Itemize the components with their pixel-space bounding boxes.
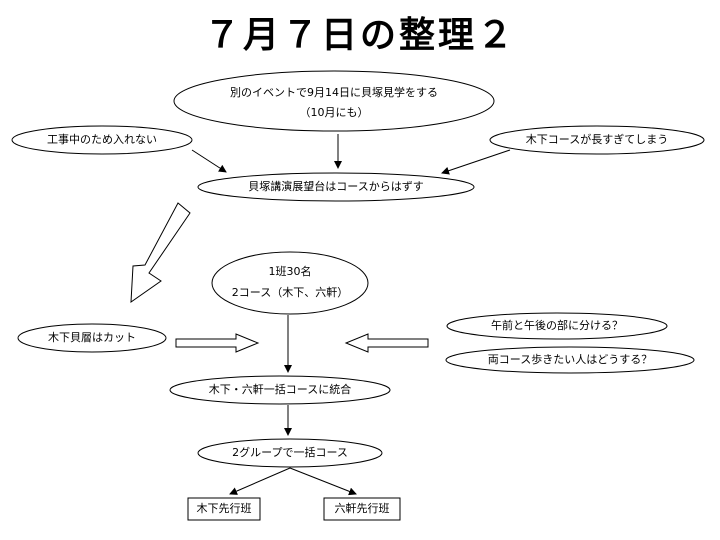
branch-to-rokken xyxy=(289,467,357,496)
split-am-pm-label: 午前と午後の部に分ける？ xyxy=(491,319,623,332)
group-label-2: 2コース（木下、六軒） xyxy=(231,286,349,299)
both-courses-ellipse xyxy=(445,346,695,374)
exclude-tower-ellipse xyxy=(197,172,475,202)
rokken-first-label: 六軒先行班 xyxy=(334,502,390,515)
hollow-arrow-left xyxy=(344,333,429,353)
page-title: ７月７日の整理２ xyxy=(203,15,516,56)
exclude-tower-label: 貝塚講演展望台はコースからはずす xyxy=(248,180,424,193)
rokken-first-box xyxy=(323,497,401,521)
group-label-1: 1班30名 xyxy=(268,265,312,278)
two-groups-ellipse xyxy=(197,438,383,468)
course-long-ellipse xyxy=(489,125,705,155)
split-am-pm-ellipse xyxy=(446,312,668,340)
kioroshi-first-label: 木下先行班 xyxy=(196,502,252,515)
top-event-ellipse xyxy=(173,70,495,132)
branch-to-kioroshi xyxy=(229,467,291,495)
merge-course-label: 木下・六軒一括コースに統合 xyxy=(208,383,352,396)
hollow-arrow-right xyxy=(175,333,260,353)
kioroshi-first-box xyxy=(187,497,261,521)
arrow-construction-to-exclude xyxy=(191,149,227,173)
big-hollow-arrow-down-left xyxy=(130,202,191,303)
arrow-long-to-exclude xyxy=(441,149,511,175)
top-event-label-1: 別のイベントで9月14日に貝塚見学をする xyxy=(230,86,438,99)
construction-label: 工事中のため入れない xyxy=(47,133,157,146)
both-courses-label: 両コース歩きたい人はどうする？ xyxy=(487,353,653,366)
two-groups-label: 2グループで一括コース xyxy=(232,446,348,459)
cut-shell-ellipse xyxy=(17,323,167,353)
group-ellipse xyxy=(211,251,369,315)
merge-course-ellipse xyxy=(169,375,391,405)
top-event-label-2: （10月にも） xyxy=(299,106,369,119)
cut-shell-label: 木下貝層はカット xyxy=(48,331,136,344)
course-long-label: 木下コースが長すぎてしまう xyxy=(525,133,669,146)
construction-ellipse xyxy=(11,125,193,155)
